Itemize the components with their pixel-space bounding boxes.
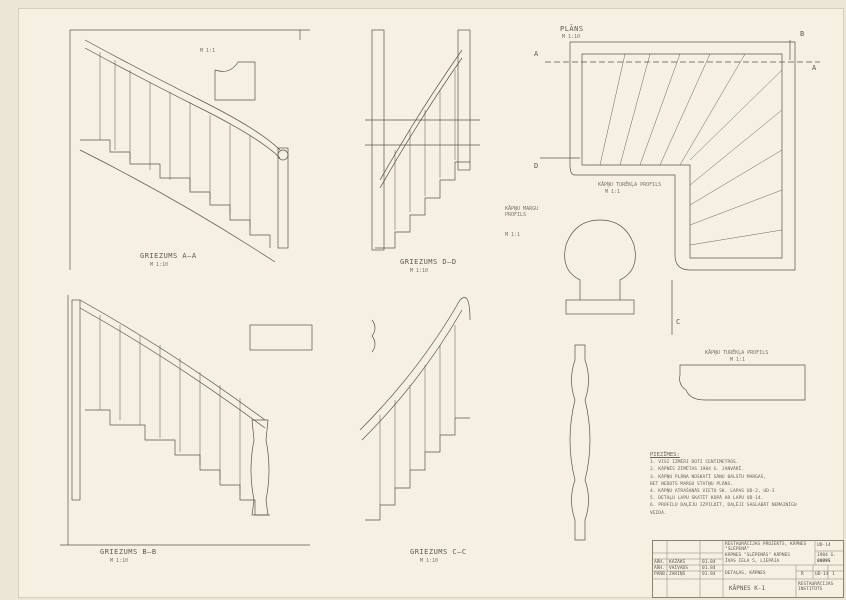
- plan-drawing: [540, 40, 820, 335]
- tb-date: 01.84: [702, 566, 716, 571]
- handrail-title: KĀPŅU TURĒKĻA PROFILS: [705, 350, 769, 356]
- title-block: RESTAURĀCIJAS PROJEKTS, KĀPNES "SLĒPENĀ"…: [652, 540, 844, 598]
- tb-project2: KĀPNES "SLĒPENĀS" KĀPNES: [725, 553, 791, 558]
- tb-name: VAIVADS: [669, 566, 688, 571]
- section-bb-scale: M 1:10: [110, 558, 129, 564]
- section-dd-title: GRIEZUMS D—D: [400, 258, 457, 266]
- tb-code: UD-14: [817, 543, 831, 548]
- note: BET NEDOTS MARGU STATŅU PLĀNS.: [650, 481, 733, 487]
- profile-drawings: [564, 219, 806, 541]
- note: 6. PROFILU DAĻĒJU IZPILDĪT, DAĻĒJI SAGLA…: [650, 503, 797, 509]
- note: 4. KĀPŅU ATRAŠANĀS VIETU SK. LAPAS UD-2,…: [650, 489, 775, 495]
- tb-name: ZARIŅŠ: [669, 572, 686, 577]
- plan-marker-b: B: [800, 30, 805, 38]
- drawing-sheet: [18, 8, 844, 598]
- tb-year: 1984 G.: [817, 553, 836, 558]
- plan-title: PLĀNS: [560, 25, 584, 33]
- plan-marker-d: D: [534, 162, 539, 170]
- section-aa-drawing: [69, 29, 310, 270]
- profile-title: KĀPŅU MARGU PROFILS: [505, 206, 539, 218]
- tb-role: ARH.: [654, 560, 665, 565]
- handrail-scale: M 1:1: [730, 357, 746, 363]
- handrail-small-scale: M 1:1: [605, 189, 621, 195]
- note: 5. DETAĻU LAPU SKATĪT KOPĀ AR LAPU UD-14…: [650, 496, 764, 502]
- tb-project: RESTAURĀCIJAS PROJEKTS, KĀPNES "SLĒPENĀ": [725, 542, 807, 552]
- section-cc-drawing: [249, 297, 471, 521]
- plan-marker-a-right: A: [812, 64, 817, 72]
- note: 1. VISI IZMĒRI DOTI CENTIMETROS.: [650, 460, 739, 466]
- section-aa-title: GRIEZUMS A—A: [140, 252, 197, 260]
- notes-heading: PIEZĪMES:: [650, 452, 680, 458]
- tb-drawing: KĀPNES K-1: [729, 585, 766, 592]
- detail-scale: M 1:1: [200, 48, 216, 54]
- tb-sheets: 1: [832, 572, 835, 577]
- tb-subject: DETAĻAS, KĀPNES: [725, 571, 766, 576]
- title-block-grid: [653, 541, 843, 597]
- profile-scale: M 1:1: [505, 232, 521, 238]
- tb-date: 01.84: [702, 572, 716, 577]
- tb-address: ĪVAS IELA 5, LIEPĀJA: [725, 559, 780, 564]
- plan-scale: M 1:10: [562, 34, 581, 40]
- tb-number: 00095: [817, 559, 831, 564]
- section-aa-scale: M 1:10: [150, 262, 169, 268]
- note: 3. KĀPŅU PLĀNA NOSKATĪ SĀNU BALSTU MARGA…: [650, 474, 767, 480]
- tb-date: 01.84: [702, 560, 716, 565]
- section-bb-title: GRIEZUMS B—B: [100, 548, 157, 556]
- tb-role: ARH.: [654, 566, 665, 571]
- plan-marker-c: C: [676, 318, 681, 326]
- plan-marker-a-left: A: [534, 50, 539, 58]
- tb-stage: R: [801, 572, 804, 577]
- section-cc-scale: M 1:10: [420, 558, 439, 564]
- tb-sheet: UD-14: [815, 572, 829, 577]
- section-cc-title: GRIEZUMS C—C: [410, 548, 467, 556]
- handrail-small-title: KĀPŅU TURĒKĻA PROFILS: [598, 182, 662, 188]
- note: 2. KĀPNĒS ZĪMĒTAS 1984 G. JANVĀRĪ.: [650, 467, 745, 473]
- notes: PIEZĪMES: 1. VISI IZMĒRI DOTI CENTIMETRO…: [650, 452, 840, 517]
- section-dd-scale: M 1:10: [410, 268, 429, 274]
- section-bb-drawing: [60, 295, 310, 546]
- section-dd-drawing: [365, 29, 480, 251]
- tb-institute: RESTAURĀCIJAS INSTITŪTS: [798, 582, 834, 592]
- tb-name: KAZĀKS: [669, 560, 686, 565]
- note: VEIDĀ.: [650, 510, 667, 516]
- tb-role: PĀRB.: [654, 572, 668, 577]
